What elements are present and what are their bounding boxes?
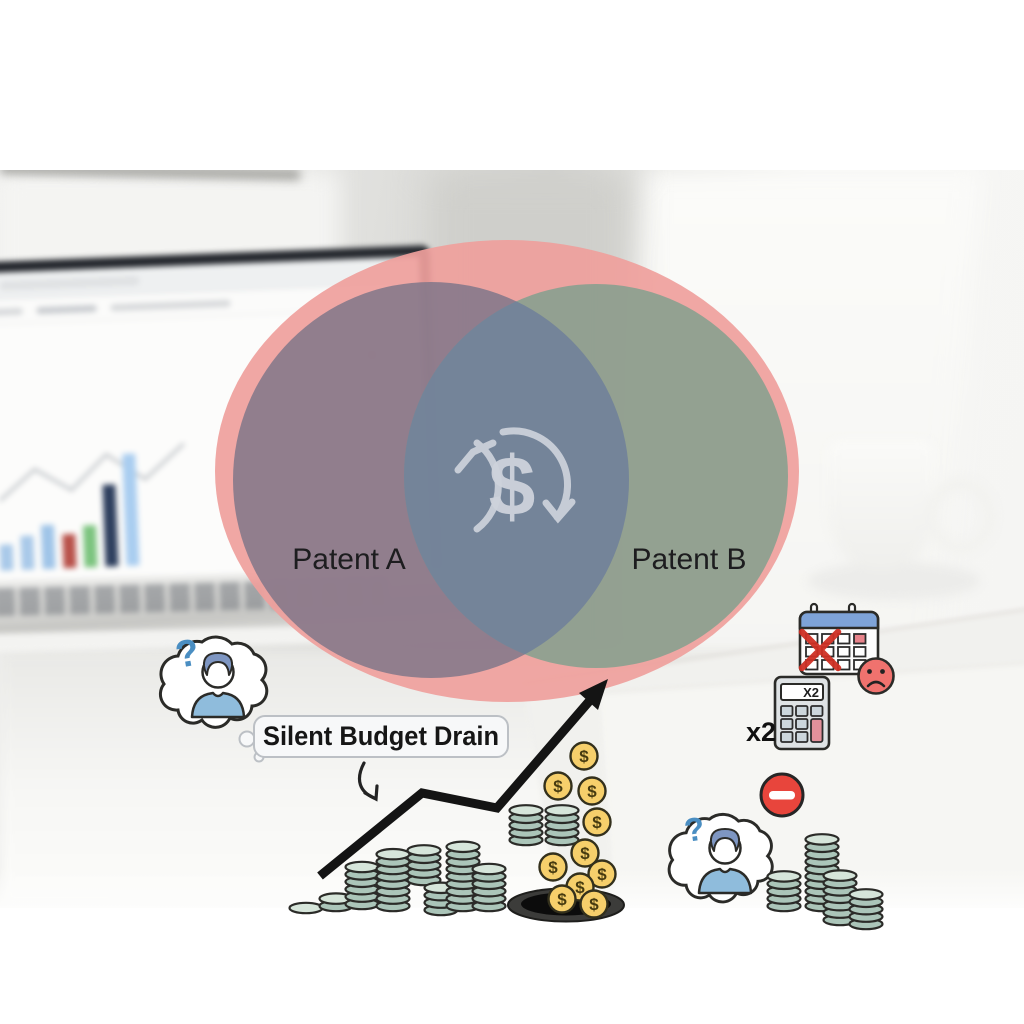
venn-diagram: $ Patent A Patent B	[215, 240, 799, 702]
falling-coin: $	[577, 776, 607, 806]
bubble-tail-dot	[238, 730, 256, 748]
svg-text:$: $	[557, 890, 567, 909]
venn-overlap	[404, 284, 629, 668]
curve-arrow-head	[363, 784, 379, 802]
svg-text:$: $	[553, 777, 563, 796]
callout-text: Silent Budget Drain	[263, 721, 499, 751]
callout-bubble: Silent Budget Drain	[238, 715, 509, 763]
patent-b-label: Patent B	[631, 543, 746, 576]
calendar-icon	[798, 602, 880, 676]
falling-coin: $	[543, 771, 573, 801]
coin-stack	[288, 901, 324, 915]
falling-coins: $$$$$$$$$$	[538, 741, 617, 919]
svg-text:$: $	[548, 858, 558, 877]
question-mark-right: ?	[682, 809, 707, 848]
line-chart	[0, 442, 185, 502]
coin-stack	[471, 862, 507, 913]
laptop-screen	[0, 245, 443, 597]
dashboard-screen	[0, 256, 431, 586]
falling-coin: $	[570, 838, 600, 868]
thought-cloud-right: ?	[667, 809, 774, 904]
dollar-symbol: $	[489, 439, 536, 533]
coin-stack	[804, 833, 840, 913]
cup-body	[828, 440, 934, 570]
coin-stack	[508, 804, 544, 847]
calculator-icon: X2	[773, 675, 831, 751]
coffee-cup	[806, 434, 1006, 624]
multiplier-label: x2	[746, 717, 776, 747]
coin-stack	[822, 869, 858, 927]
coin-stack	[766, 870, 802, 913]
right-coin-stacks	[766, 833, 884, 931]
svg-text:$: $	[575, 878, 585, 897]
coin-stack	[848, 888, 884, 931]
dollar-cycle-icon	[454, 427, 576, 533]
sad-face-icon	[857, 657, 895, 695]
svg-text:$: $	[579, 747, 589, 766]
calculator-display: X2	[803, 685, 819, 700]
crossed-date-x-icon	[798, 628, 842, 672]
falling-coin: $	[579, 889, 609, 919]
svg-text:$: $	[597, 865, 607, 884]
thought-cloud-left: ?	[158, 631, 269, 729]
falling-coin: $	[587, 859, 617, 889]
coin-stack	[406, 844, 442, 887]
left-coin-stacks	[288, 804, 580, 917]
minus-circle-icon	[759, 772, 805, 818]
falling-coin: $	[538, 852, 568, 882]
svg-text:$: $	[592, 813, 602, 832]
falling-coin: $	[582, 807, 612, 837]
patent-a-label: Patent A	[292, 543, 405, 576]
coin-stack	[375, 847, 411, 913]
svg-text:$: $	[580, 844, 590, 863]
falling-coin: $	[547, 884, 577, 914]
coin-stack	[445, 840, 481, 913]
growth-arrow	[317, 679, 608, 880]
falling-coin: $	[569, 741, 599, 771]
coin-stack	[544, 804, 580, 847]
coin-stack	[318, 892, 354, 913]
callout-box	[253, 715, 509, 758]
coin-stack	[344, 860, 380, 911]
svg-text:$: $	[589, 895, 599, 914]
dashboard-chart	[0, 308, 431, 585]
svg-text:$: $	[587, 782, 597, 801]
